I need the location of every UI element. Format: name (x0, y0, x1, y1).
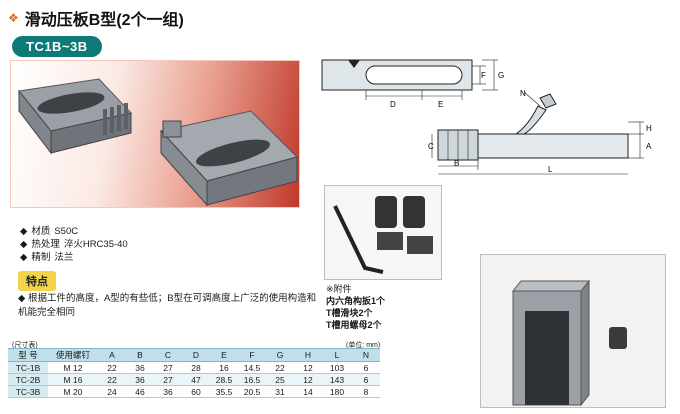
table-cell: 143 (322, 373, 352, 386)
feature-description: ◆ 根据工件的高度，A型的有些低；B型在可调高度上广泛的使用构造和机能完全相同 (18, 293, 317, 318)
label-e: E (438, 100, 443, 109)
side-view-drawing: N H A B C L (428, 89, 652, 175)
label-l: L (548, 165, 553, 174)
column-header: 使用螺钉 (48, 348, 98, 362)
column-header: C (154, 348, 182, 362)
table-caption: (尺寸表) (12, 342, 38, 349)
column-header: B (126, 348, 154, 362)
table-cell: 180 (322, 385, 352, 398)
label-d: D (390, 100, 396, 109)
label-b: B (454, 159, 459, 168)
column-header: H (294, 348, 322, 362)
table-row: TC-3B M 20 24 46 36 60 35.5 20.5 31 14 1… (8, 385, 380, 398)
table-cell: 24 (98, 385, 126, 398)
label-f: F (481, 71, 486, 80)
column-header: F (238, 348, 266, 362)
label-a: A (646, 142, 652, 151)
table-cell: 12 (294, 373, 322, 386)
table-row: TC-2B M 16 22 36 27 47 28.5 16.5 25 12 1… (8, 373, 380, 386)
table-cell: 36 (154, 385, 182, 398)
column-header: N (352, 348, 380, 362)
table-cell: 16 (210, 361, 238, 374)
table-cell: 36 (126, 361, 154, 374)
bullet-icon: ◆ (20, 252, 28, 263)
column-header: G (266, 348, 294, 362)
diamond-bullet-icon: ❖ (8, 11, 19, 25)
label-g: G (498, 71, 504, 80)
table-cell: 22 (266, 361, 294, 374)
table-cell: 46 (126, 385, 154, 398)
table-cell: M 16 (48, 373, 98, 386)
accessories-illustration (333, 196, 433, 274)
table-cell: 16.5 (238, 373, 266, 386)
table-cell: 28 (182, 361, 210, 374)
table-cell: 27 (154, 373, 182, 386)
column-header: L (322, 348, 352, 362)
table-cell: TC-3B (8, 385, 48, 398)
bullet-icon: ◆ (20, 239, 28, 250)
table-cell: 6 (352, 373, 380, 386)
table-cell: 25 (266, 373, 294, 386)
table-cell: M 20 (48, 385, 98, 398)
table-cell: 36 (126, 373, 154, 386)
table-cell: 22 (98, 373, 126, 386)
table-cell: 12 (294, 361, 322, 374)
table-cell: TC-1B (8, 361, 48, 374)
dimension-table: 型 号 使用螺钉 A B C D E F G H L N TC-1B M 12 … (8, 348, 380, 398)
spec-finish: ◆精制法兰 (20, 252, 74, 263)
label-h: H (646, 124, 652, 133)
table-cell: 14.5 (238, 361, 266, 374)
column-header: 型 号 (8, 348, 48, 362)
accessory-item: T槽滑块2个 (326, 308, 373, 318)
table-cell: 20.5 (238, 385, 266, 398)
table-cell: 27 (154, 361, 182, 374)
table-cell: 28.5 (210, 373, 238, 386)
table-cell: 22 (98, 361, 126, 374)
page-title: ❖ 滑动压板B型(2个一组) (8, 6, 184, 30)
clamp-photo-illustration (18, 78, 298, 207)
column-header: E (210, 348, 238, 362)
column-header: D (182, 348, 210, 362)
accessory-item: T槽用螺母2个 (326, 320, 382, 330)
table-cell: 8 (352, 385, 380, 398)
accessory-photo (324, 185, 442, 280)
slide-block-illustration (511, 279, 627, 407)
table-cell: TC-2B (8, 373, 48, 386)
table-cell: 47 (182, 373, 210, 386)
table-cell: 60 (182, 385, 210, 398)
table-cell: 6 (352, 361, 380, 374)
table-cell: 31 (266, 385, 294, 398)
column-header: A (98, 348, 126, 362)
model-range-badge: TC1B~3B (12, 36, 102, 57)
table-cell: 14 (294, 385, 322, 398)
bullet-icon: ◆ (18, 293, 28, 304)
title-text: 滑动压板B型(2个一组) (24, 12, 184, 29)
accessory-item: 内六角构扳1个 (326, 296, 386, 306)
slide-block-photo (480, 254, 666, 408)
spec-heat-treatment: ◆热处理淬火HRC35-40 (20, 239, 128, 250)
bullet-icon: ◆ (20, 226, 28, 237)
product-photo (10, 60, 300, 208)
table-header-row: 型 号 使用螺钉 A B C D E F G H L N (8, 348, 380, 362)
label-c: C (428, 142, 434, 151)
table-unit: (单位: mm) (346, 342, 381, 349)
table-row: TC-1B M 12 22 36 27 28 16 14.5 22 12 103… (8, 361, 380, 374)
table-cell: 103 (322, 361, 352, 374)
top-view-drawing: F G D E (321, 59, 504, 109)
accessory-list: ※附件 内六角构扳1个 T槽滑块2个 T槽用螺母2个 (326, 283, 385, 331)
accessory-heading: ※附件 (326, 284, 352, 294)
table-cell: M 12 (48, 361, 98, 374)
label-n: N (520, 89, 526, 98)
feature-badge: 特点 (18, 271, 56, 291)
table-cell: 35.5 (210, 385, 238, 398)
